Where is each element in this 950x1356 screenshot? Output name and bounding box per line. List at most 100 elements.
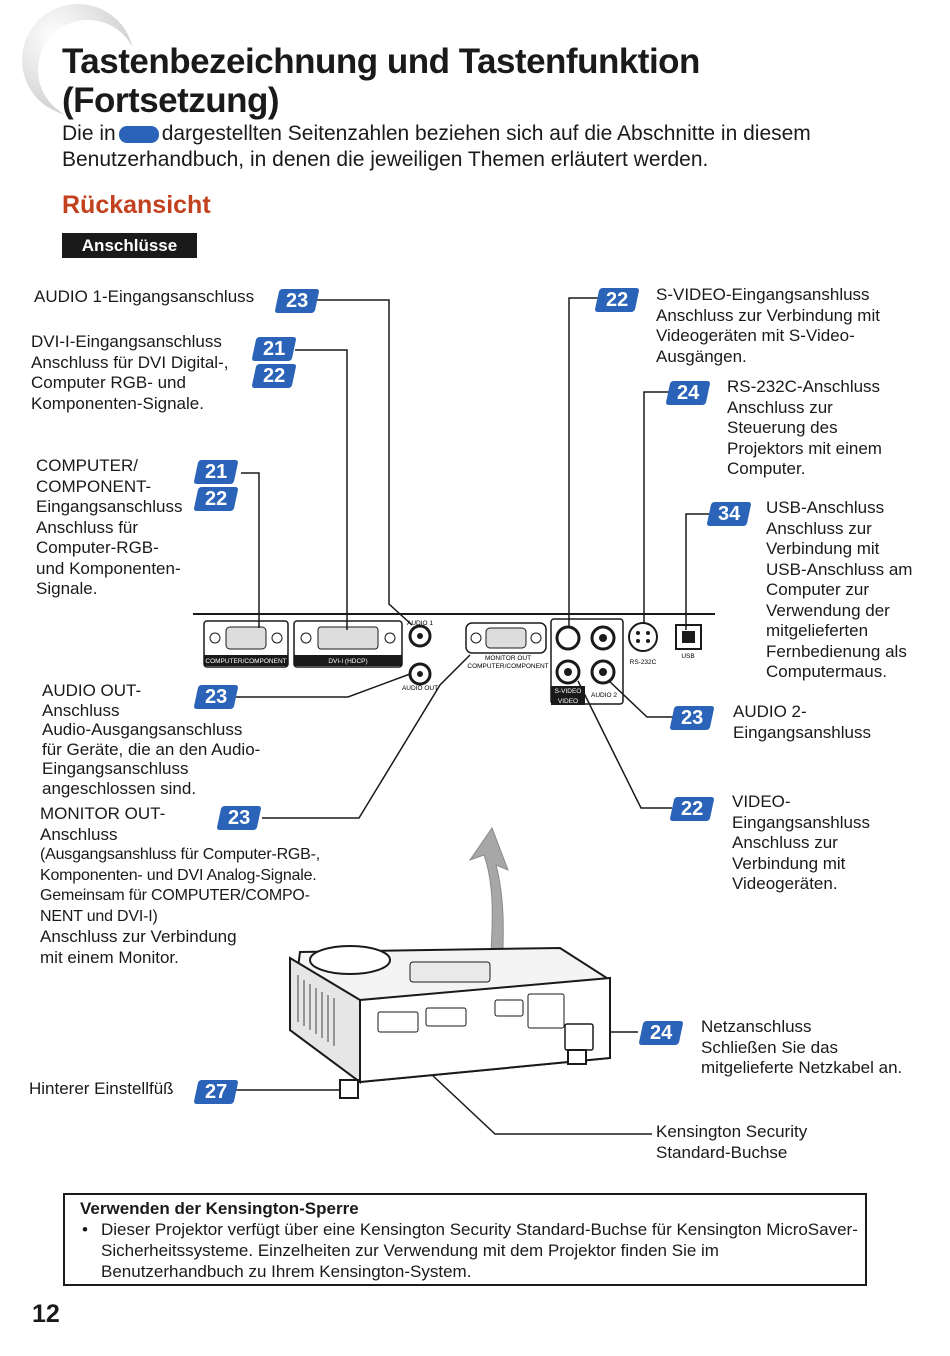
corner-decoration [22, 4, 138, 120]
label-audio2: AUDIO 2 [591, 692, 617, 699]
connector-diagram: COMPUTER/COMPONENT DVI-I (HDCP) AUDIO 1 … [193, 297, 715, 1135]
label-audio1: AUDIO 1 [407, 620, 433, 627]
audio-out-title-1: AUDIO OUT- [42, 681, 142, 700]
page-badge-power[interactable]: 24 [638, 1021, 684, 1045]
page-badge-audio-out[interactable]: 23 [193, 685, 239, 709]
computer-title-3: Eingangsanschluss [36, 497, 183, 516]
page-badge-usb[interactable]: 34 [706, 502, 752, 526]
monitor-out-port [465, 622, 547, 654]
usb-desc-1: Anschluss zur [766, 518, 872, 538]
label-monitor-out-2: COMPUTER/COMPONENT [467, 663, 548, 670]
video-desc-1: Anschluss zur [732, 833, 838, 852]
power-desc-2: mitgelieferte Netzkabel an. [701, 1058, 903, 1077]
label-rs232c: RS-232C [630, 659, 657, 666]
callout-svideo: S-VIDEO-Eingangsanshluss Anschluss zur V… [656, 285, 880, 367]
computer-desc-2: Computer-RGB- [36, 538, 159, 557]
computer-title-2: COMPONENT- [36, 476, 152, 496]
usb-desc-7: Fernbedienung als [766, 641, 907, 661]
video-desc-3: Videogeräten. [732, 874, 838, 893]
monitor-out-bold-3: Gemeinsam für COMPUTER/COMPO- [40, 887, 310, 904]
page-badge-foot[interactable]: 27 [193, 1080, 239, 1104]
page-badge-svideo[interactable]: 22 [594, 288, 640, 312]
dvi-title: DVI-I-Eingangsanschluss [31, 332, 222, 351]
rs232c-desc-3: Projektors mit einem [727, 438, 882, 458]
page-badge-computer-1[interactable]: 21 [193, 460, 239, 484]
audio-out-desc-3: Eingangsanschluss [42, 759, 189, 778]
label-video: VIDEO [558, 698, 578, 705]
video-block [550, 618, 624, 705]
callout-foot: Hinterer Einstellfüß [29, 1079, 174, 1100]
usb-desc-8: Computermaus. [766, 662, 887, 681]
rs232c-desc-1: Anschluss zur [727, 397, 833, 417]
usb-port [675, 624, 702, 650]
note-title: Verwenden der Kensington-Sperre [80, 1199, 359, 1218]
computer-component-port [203, 620, 289, 668]
page-badge-rs232c[interactable]: 24 [665, 381, 711, 405]
audio-out-desc-4: angeschlossen sind. [42, 778, 197, 798]
kensington-title-2: Standard-Buchse [656, 1142, 788, 1162]
video-title-1: VIDEO- [732, 792, 791, 811]
video-title-2: Eingangsanshluss [732, 812, 870, 832]
audio2-title-2: Eingangsanshluss [733, 722, 871, 742]
dvi-port [293, 620, 403, 668]
page-badge-audio1[interactable]: 23 [274, 289, 320, 313]
audio-out-title-2: Anschluss [42, 700, 120, 720]
title-line-2: (Fortsetzung) [62, 81, 280, 120]
label-audio-out: AUDIO OUT [402, 685, 438, 692]
usb-desc-3: USB-Anschluss am [766, 559, 913, 579]
audio1-jack [408, 624, 432, 648]
label-svideo: S-VIDEO [555, 688, 582, 695]
dvi-desc-1: Anschluss für DVI Digital-, [31, 352, 229, 372]
usb-desc-6: mitgelieferten [766, 621, 869, 640]
computer-desc-1: Anschluss für [36, 517, 139, 537]
rs232c-desc-4: Computer. [727, 459, 806, 478]
page-badge-computer-2[interactable]: 22 [193, 487, 239, 511]
kensington-note-box [63, 1193, 867, 1286]
page-badge-dvi-2[interactable]: 22 [251, 364, 297, 388]
page-badge-video[interactable]: 22 [669, 797, 715, 821]
page-badge-dvi-1[interactable]: 21 [251, 337, 297, 361]
intro-before: Die in [62, 122, 116, 145]
monitor-out-bold-2: Komponenten- und DVI Analog-Signale. [40, 866, 317, 884]
dvi-desc-2: Computer RGB- und [31, 373, 186, 392]
svideo-title: S-VIDEO-Eingangsanshluss [656, 285, 870, 304]
note-bullet: • [82, 1220, 88, 1239]
callout-rs232c: RS-232C-Anschluss Anschluss zur Steuerun… [727, 377, 882, 480]
callout-usb: USB-Anschluss Anschluss zur Verbindung m… [766, 498, 912, 683]
rs232c-port [628, 622, 658, 652]
intro-after: dargestellten Seitenzahlen beziehen sich… [62, 122, 811, 171]
monitor-out-bold-1: (Ausgangsanshluss für Computer-RGB-, [40, 846, 321, 863]
callout-audio-out: AUDIO OUT- Anschluss Audio-Ausgangsansch… [42, 681, 260, 798]
foot-title: Hinterer Einstellfüß [29, 1079, 174, 1098]
usb-desc-4: Computer zur [766, 580, 869, 599]
callout-power: Netzanschluss Schließen Sie das mitgelie… [701, 1017, 902, 1079]
rs232c-desc-2: Steuerung des [727, 418, 838, 437]
svideo-desc-1: Anschluss zur Verbindung mit [656, 305, 880, 325]
usb-desc-5: Verwendung der [766, 600, 890, 620]
note-body: Dieser Projektor verfügt über eine Kensi… [101, 1220, 858, 1281]
monitor-out-desc-2: mit einem Monitor. [40, 947, 179, 967]
monitor-out-bold-4: NENT und DVI-I) [40, 907, 158, 925]
page-badge-audio2[interactable]: 23 [669, 706, 715, 730]
svideo-desc-2: Videogeräten mit S-Video- [656, 326, 855, 345]
callout-kensington: Kensington Security Standard-Buchse [656, 1122, 807, 1163]
monitor-out-title-1: MONITOR OUT- [40, 804, 166, 823]
callout-video: VIDEO- Eingangsanshluss Anschluss zur Ve… [732, 792, 870, 895]
power-desc-1: Schließen Sie das [701, 1037, 839, 1057]
computer-desc-3: und Komponenten- [36, 558, 181, 578]
dvi-desc-3: Komponenten-Signale. [31, 393, 204, 413]
audio-out-desc-2: für Geräte, die an den Audio- [42, 739, 261, 759]
svideo-desc-3: Ausgängen. [656, 346, 747, 366]
computer-title-1: COMPUTER/ [36, 456, 138, 475]
label-dvi: DVI-I (HDCP) [328, 658, 367, 665]
audio2-title-1: AUDIO 2- [733, 702, 807, 721]
page-reference-marker-icon [118, 125, 159, 143]
audio-out-desc-1: Audio-Ausgangsanschluss [42, 720, 243, 739]
usb-title: USB-Anschluss [766, 498, 885, 517]
power-title: Netzanschluss [701, 1017, 812, 1036]
audio-out-jack [408, 662, 432, 686]
video-desc-2: Verbindung mit [732, 853, 846, 873]
monitor-out-desc-1: Anschluss zur Verbindung [40, 927, 237, 946]
page-badge-monitor-out[interactable]: 23 [216, 806, 262, 830]
